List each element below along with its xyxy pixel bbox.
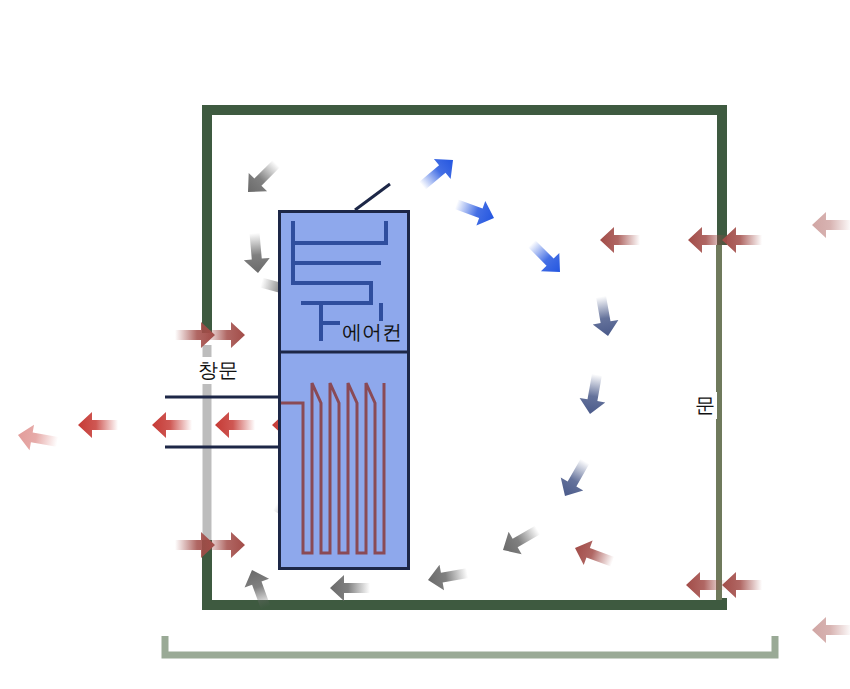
airflow-arrow xyxy=(722,572,762,598)
window-label: 창문 xyxy=(196,357,240,384)
airflow-arrow xyxy=(722,227,762,253)
airflow-arrow xyxy=(571,536,617,574)
airflow-arrow xyxy=(215,412,255,438)
node-label: 에어컨 xyxy=(340,321,404,344)
airflow-arrow xyxy=(554,455,597,503)
airflow-arrow xyxy=(523,235,570,282)
outer-wall xyxy=(165,636,775,655)
airflow-arrow xyxy=(497,519,545,562)
airflow-arrow xyxy=(686,572,726,598)
airflow-arrow xyxy=(588,294,621,338)
coil-drawing xyxy=(281,213,407,567)
door xyxy=(716,245,722,600)
airflow-arrow xyxy=(240,566,278,612)
air-conditioner-unit: 에어컨 xyxy=(278,210,410,570)
airflow-arrow xyxy=(78,412,118,438)
airflow-arrow xyxy=(242,232,271,274)
airflow-arrow xyxy=(600,227,640,253)
airflow-arrow xyxy=(452,192,498,230)
airflow-arrow xyxy=(812,212,850,238)
airflow-arrow xyxy=(812,617,850,643)
airflow-arrow xyxy=(414,150,461,196)
louver xyxy=(355,184,390,210)
airflow-arrow xyxy=(152,412,192,438)
airflow-arrow xyxy=(239,155,286,202)
airflow-arrow xyxy=(330,575,370,601)
airflow-arrow xyxy=(205,532,245,558)
airflow-arrow xyxy=(577,372,610,416)
airflow-arrow xyxy=(205,322,245,348)
airflow-arrow xyxy=(426,560,470,593)
door-label: 문 xyxy=(693,392,717,419)
duct-line xyxy=(165,396,280,399)
airflow-arrow xyxy=(16,422,60,455)
duct-line xyxy=(165,446,280,449)
